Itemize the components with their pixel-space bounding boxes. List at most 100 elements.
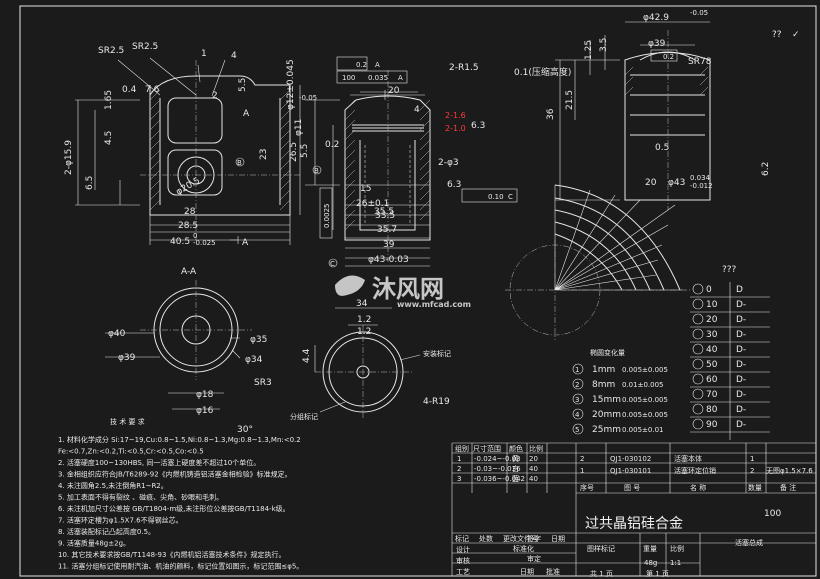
- dim-04: 0.4: [122, 85, 137, 95]
- dim-2-16: 2-1.6: [445, 111, 466, 120]
- curve-item-text: 8mm: [592, 380, 615, 390]
- parts-header-note: 备 注: [780, 483, 796, 492]
- title-block-lines: [451, 442, 816, 576]
- section-aa: A-A φ40 φ35 φ39 φ34 SR3 φ18 φ16 30°: [105, 267, 272, 435]
- dim-55: 5.5: [238, 78, 248, 92]
- size-row-color: 黄: [512, 454, 519, 463]
- part-name: 活塞本体: [674, 454, 702, 463]
- part-no: 2: [580, 455, 584, 463]
- dim-36: 36: [546, 108, 556, 120]
- ovality-curve: 椭圆变化量: [505, 184, 690, 357]
- note-line: 7. 活塞环定槽为φ1.5X7.6不得钢丝芯。: [58, 516, 183, 525]
- gdt-0035: 0.035: [368, 74, 388, 82]
- dim-sr78: SR78: [688, 57, 712, 67]
- tol-405-upper: 0: [193, 232, 197, 240]
- gdt-100: 100: [342, 74, 355, 82]
- curve-item-num: 3: [575, 396, 579, 404]
- angle-row-circle: [692, 328, 704, 340]
- size-row-color: 蓝: [512, 474, 519, 483]
- angle-value: 40: [706, 345, 718, 355]
- dim-355: 35.5: [374, 207, 394, 217]
- dim-12-a: 1.2: [357, 315, 371, 325]
- note-line: 9. 活塞质量48g±2g。: [58, 539, 130, 548]
- dim-15: 15: [360, 184, 371, 194]
- gdt-010: 0.10: [488, 193, 504, 201]
- scale-value: 1:1: [670, 559, 681, 567]
- angle-value: 50: [706, 360, 718, 370]
- size-row-ratio: 40: [529, 475, 538, 483]
- scale-label: 比例: [670, 544, 684, 553]
- section-title: A-A: [181, 267, 197, 277]
- dim-2phi3: 2-φ3: [438, 158, 459, 168]
- dim-285: 28.5: [178, 221, 198, 231]
- dim-357: 35.7: [377, 225, 397, 235]
- size-row-group: 1: [457, 455, 461, 463]
- note-line: 2. 活塞硬度100~130HBS, 同一活塞上硬度差不超过10个单位。: [58, 458, 260, 467]
- curve-item-circle: [572, 378, 584, 390]
- curve-item-circle: [572, 393, 584, 405]
- dim-35: 3.5: [599, 38, 609, 52]
- callout-1: 1: [201, 49, 207, 59]
- watermark-url: www.mfcad.com: [397, 300, 471, 309]
- angle-diameter: D-: [736, 300, 746, 310]
- angle-row-circle: [692, 313, 704, 325]
- drawing-border: [19, 5, 817, 577]
- corner-check-icon: ✓: [792, 30, 800, 40]
- curve-item-circle: [572, 423, 584, 435]
- dim-23: 23: [259, 149, 269, 160]
- curve-item-text: 20mm: [592, 410, 621, 420]
- sheet-number: 第 1 页: [646, 569, 669, 578]
- angle-row-circle: [692, 343, 704, 355]
- dim-phi43: φ43-0.03: [368, 255, 409, 265]
- tech-notes: 技 术 要 求: [110, 417, 145, 426]
- curve-item-num: 5: [575, 426, 579, 434]
- dim-125: 1.25: [584, 40, 594, 60]
- sheets-total: 共 1 页: [590, 569, 613, 578]
- dim-34-bottom: 34: [356, 299, 368, 309]
- tol-phi429-a: -0.05: [690, 9, 708, 17]
- dim-20: 20: [388, 86, 400, 96]
- angle-row-circle: [692, 298, 704, 310]
- dim-phi39-aa: φ39: [118, 353, 136, 363]
- size-table-header: 尺寸范围: [473, 444, 501, 453]
- gdt-02: 0.2: [356, 61, 367, 69]
- angle-value: 60: [706, 375, 718, 385]
- rough-63a: 6.3: [471, 121, 485, 131]
- angle-diameter: D-: [736, 345, 746, 355]
- parts-header-no: 序号: [580, 483, 594, 492]
- rev-header: 签字: [527, 534, 541, 543]
- angle-row-circle: [692, 283, 704, 295]
- tol-phi43-a: 0.034: [690, 174, 711, 182]
- notes-title: 技 术 要 求: [110, 417, 145, 426]
- rev-header: 日期: [551, 535, 565, 543]
- note-line: 3. 金相组织应符合JB/T6289-92《内燃机铸造铝活塞金相检验》标准规定。: [58, 470, 292, 479]
- rev-header: 标记: [455, 534, 469, 543]
- dim-30deg: 30°: [237, 425, 253, 435]
- curve-item-value: 0.01±0.005: [622, 381, 664, 389]
- dim-phi39: φ39: [648, 39, 666, 49]
- check-label: 审定: [527, 554, 541, 563]
- curve-item-num: 1: [575, 366, 579, 374]
- angle-diameter: D-: [736, 315, 746, 325]
- weight-label: 重量: [643, 545, 657, 553]
- dim-sr25-b: SR2.5: [132, 42, 158, 52]
- parts-header-code: 图 号: [624, 484, 640, 492]
- angle-value: 10: [706, 300, 718, 310]
- dim-2-phi159: 2-φ15.9: [64, 140, 74, 175]
- material-name: 过共晶铝硅合金: [585, 516, 683, 532]
- center-view: 0.2 A 100 0.035 A φ12±0.045 φ11 -0.05 2-…: [286, 56, 518, 268]
- ref-b: B: [237, 159, 242, 167]
- angle-value: 80: [706, 405, 718, 415]
- size-table-header: 比例: [529, 444, 543, 453]
- curve-item-num: 4: [575, 411, 580, 419]
- angle-diameter: D-: [736, 360, 746, 370]
- dim-4: 4: [414, 105, 420, 115]
- curve-item-value: 0.005±0.01: [622, 426, 664, 434]
- gdt-a1: A: [375, 61, 380, 69]
- dim-phi40: φ40: [108, 329, 126, 339]
- note-line: 11. 活塞分组标记使用耐汽油、机油的颜料，标记位置如图示，标记范围≤φ5。: [58, 562, 303, 571]
- dim-44: 4.4: [302, 348, 312, 363]
- dim-20-right: 20: [645, 178, 657, 188]
- dim-12-b: 1.2: [357, 327, 371, 337]
